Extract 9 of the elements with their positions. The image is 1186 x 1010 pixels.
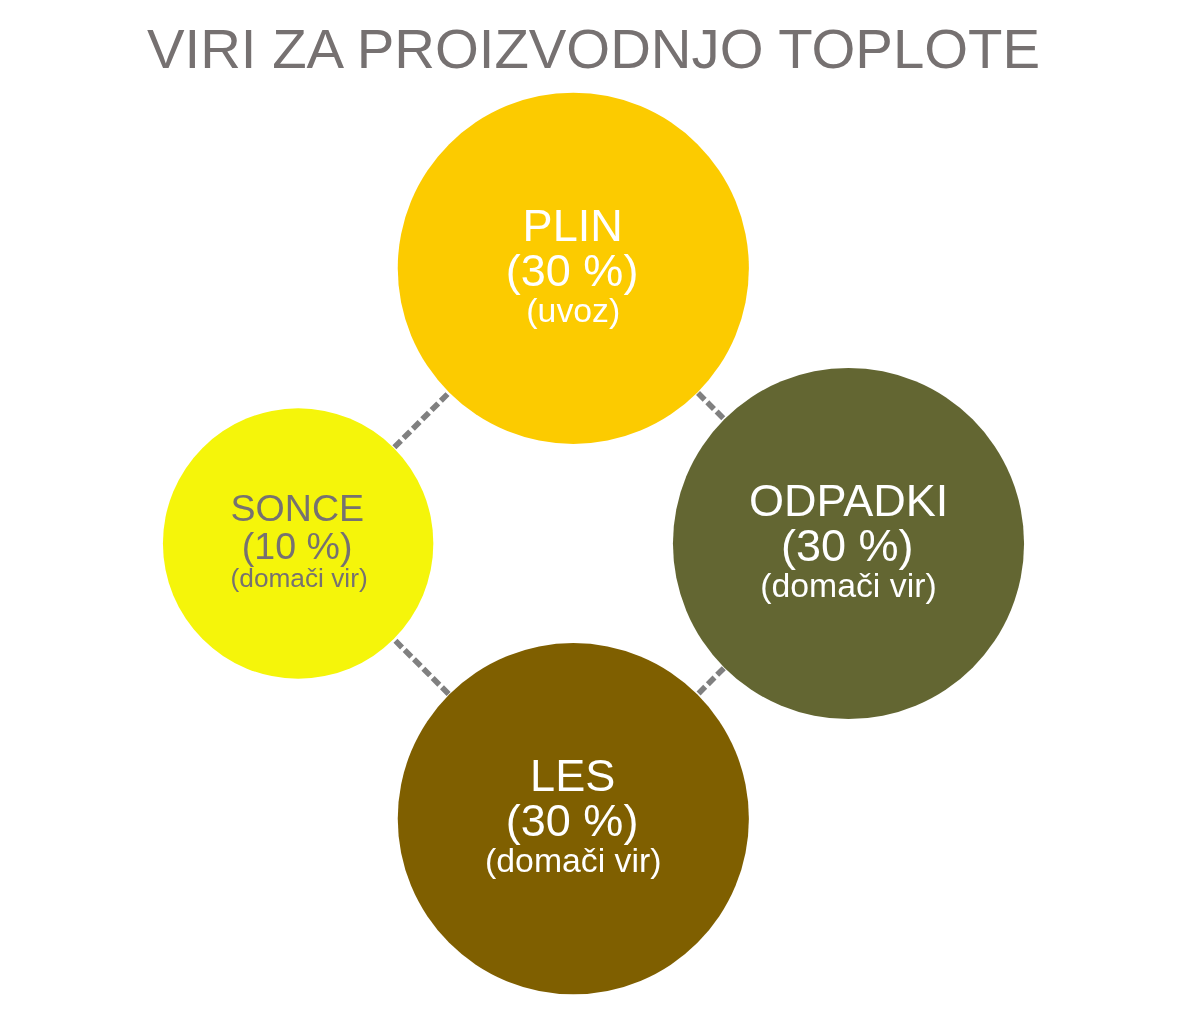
connector [695,666,726,696]
node-circle: ODPADKI (30 %) (domači vir) [672,367,1024,720]
diagram-title: VIRI ZA PROIZVODNJO TOPLOTE [146,17,1040,81]
node-circle: LES (30 %) (domači vir) [397,643,749,995]
connector [391,390,451,450]
node-circle: PLIN (30 %) (uvoz) [397,92,749,444]
connector [391,637,451,696]
node-circle: SONCE (10 %) (domači vir) [162,408,433,679]
connector [695,391,726,421]
